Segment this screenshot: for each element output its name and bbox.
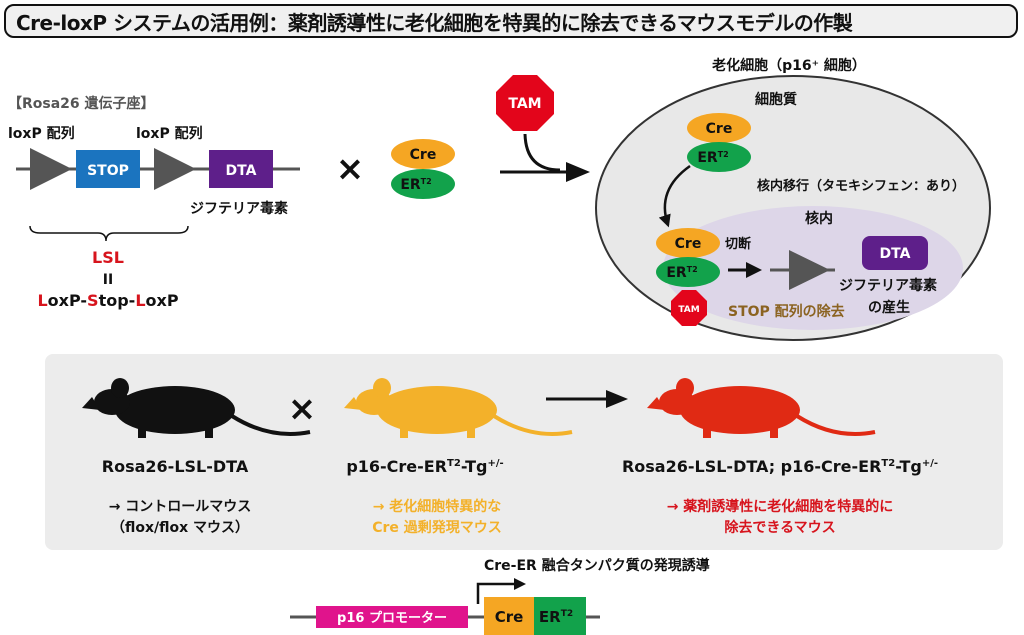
translocation-arrow [658,164,691,228]
cre-ellipse [391,139,455,169]
mouse2-name-sup1: T2 [447,458,461,469]
dta-product-label-2: の産生 [868,299,910,316]
lsl-full-s: S [87,291,99,310]
mouse-red [647,378,876,438]
nuc-er-label-text: ER [666,265,687,281]
equals-sign: II [103,272,113,288]
cre-label: Cre [410,147,437,163]
promoter-label: p16 プロモーター [337,611,447,626]
cyto-er-label-sup: T2 [718,150,729,159]
mouse2-desc-2: Cre 過剰発現マウス [372,519,502,536]
dta-label: DTA [226,163,257,179]
construct-cre-box [484,597,534,635]
tam-label: TAM [508,96,541,112]
cyto-cre-ellipse [687,113,751,143]
mouse3-desc-2: 除去できるマウス [724,519,835,536]
stop-removal-label: STOP 配列の除去 [728,303,845,320]
cyto-er-label: ERT2 [697,150,728,166]
er-label-sup: T2 [421,177,432,186]
promoter-box [316,606,468,628]
lsl-full-l2: L [135,291,145,310]
loxp-triangle-1 [30,148,72,190]
mouse-yellow [344,378,573,438]
loxp-triangle-2 [154,148,196,190]
cross-sign-2: × [288,389,317,429]
locus-label: 【Rosa26 遺伝子座】 [8,95,155,112]
mouse2-name: p16-Cre-ERT2-Tg+/- [346,457,503,476]
mouse3-name-sup1: T2 [881,458,895,469]
lsl-full-l1: L [37,291,47,310]
construct-er-label-text: ER [539,608,561,626]
tam-octagon [496,75,554,131]
nuc-cre-ellipse [656,228,720,258]
nuc-tam-label: TAM [678,305,699,315]
cleave-label: 切断 [725,236,751,252]
cyto-cre-label: Cre [706,121,733,137]
cleave-arrow-head [746,262,762,278]
main-arrow-head [566,162,590,182]
nuc-cre-label: Cre [675,236,702,252]
construct-cre-label: Cre [495,608,524,626]
cell-title: 老化細胞（p16⁺ 細胞） [712,57,866,74]
mouse1-desc-1: → コントロールマウス [109,499,252,515]
mouse3-name-text: Rosa26-LSL-DTA; p16-Cre-ER [622,457,881,476]
cytoplasm-label: 細胞質 [755,91,797,108]
nuc-er-label: ERT2 [666,265,697,281]
loxp-label-2: loxP 配列 [136,125,203,142]
stop-label: STOP [87,163,129,179]
mouse3-name: Rosa26-LSL-DTA; p16-Cre-ERT2-Tg+/- [622,457,938,476]
mouse1-desc-2: （flox/flox マウス） [111,520,249,536]
lsl-label: LSL [92,248,124,267]
mouse3-desc-1: → 薬剤誘導性に老化細胞を特異的に [667,498,894,515]
nuc-dta-box [862,236,928,270]
remaining-loxp-triangle [789,250,830,290]
nuc-er-label-sup: T2 [687,265,698,274]
tss-arrow-head [514,578,526,590]
construct-er-label: ERT2 [539,608,573,626]
mouse2-desc-1: → 老化細胞特異的な [373,498,502,515]
cross-sign-1: × [336,149,365,189]
er-label: ERT2 [400,177,431,193]
dta-name-label: ジフテリア毒素 [190,200,288,217]
stop-box [76,150,140,188]
lsl-full-oxp1: oxP- [48,291,87,310]
tss-arrow-line [476,582,516,604]
page-title: Cre-loxP システムの活用例：薬剤誘導性に老化細胞を特異的に除去できるマウ… [4,4,1018,38]
dta-product-label-1: ジフテリア毒素 [839,277,937,294]
mouse2-name-tg: -Tg [461,457,488,476]
lsl-full-label: LoxP-Stop-LoxP [37,291,178,310]
translocation-label: 核内移行（タモキシフェン：あり） [757,178,965,194]
dta-box [209,150,273,188]
lsl-full-oxp2: oxP [146,291,179,310]
mouse-arrow-head [606,390,628,408]
loxp-label-1: loxP 配列 [8,125,75,142]
construct-er-label-sup: T2 [561,609,573,619]
er-label-text: ER [400,177,421,193]
construct-er-box [534,597,586,635]
er-ellipse [391,169,455,199]
lsl-full-top: top- [99,291,136,310]
construct-title: Cre-ER 融合タンパク質の発現誘導 [484,557,710,574]
nuc-er-ellipse [656,257,720,287]
mouse3-name-tg: -Tg [895,457,922,476]
mouse1-name: Rosa26-LSL-DTA [102,457,249,476]
mouse-black [82,378,311,438]
mouse2-name-sup2: +/- [487,458,503,469]
cyto-er-label-text: ER [697,150,718,166]
mouse2-name-text: p16-Cre-ER [346,457,447,476]
nucleus-label: 核内 [805,210,833,227]
nuc-dta-label: DTA [880,246,911,262]
tam-curve [523,133,561,172]
cyto-er-ellipse [687,142,751,172]
mouse3-name-sup2: +/- [922,458,938,469]
nuc-tam-octagon [671,290,707,326]
lsl-brace [29,225,189,242]
